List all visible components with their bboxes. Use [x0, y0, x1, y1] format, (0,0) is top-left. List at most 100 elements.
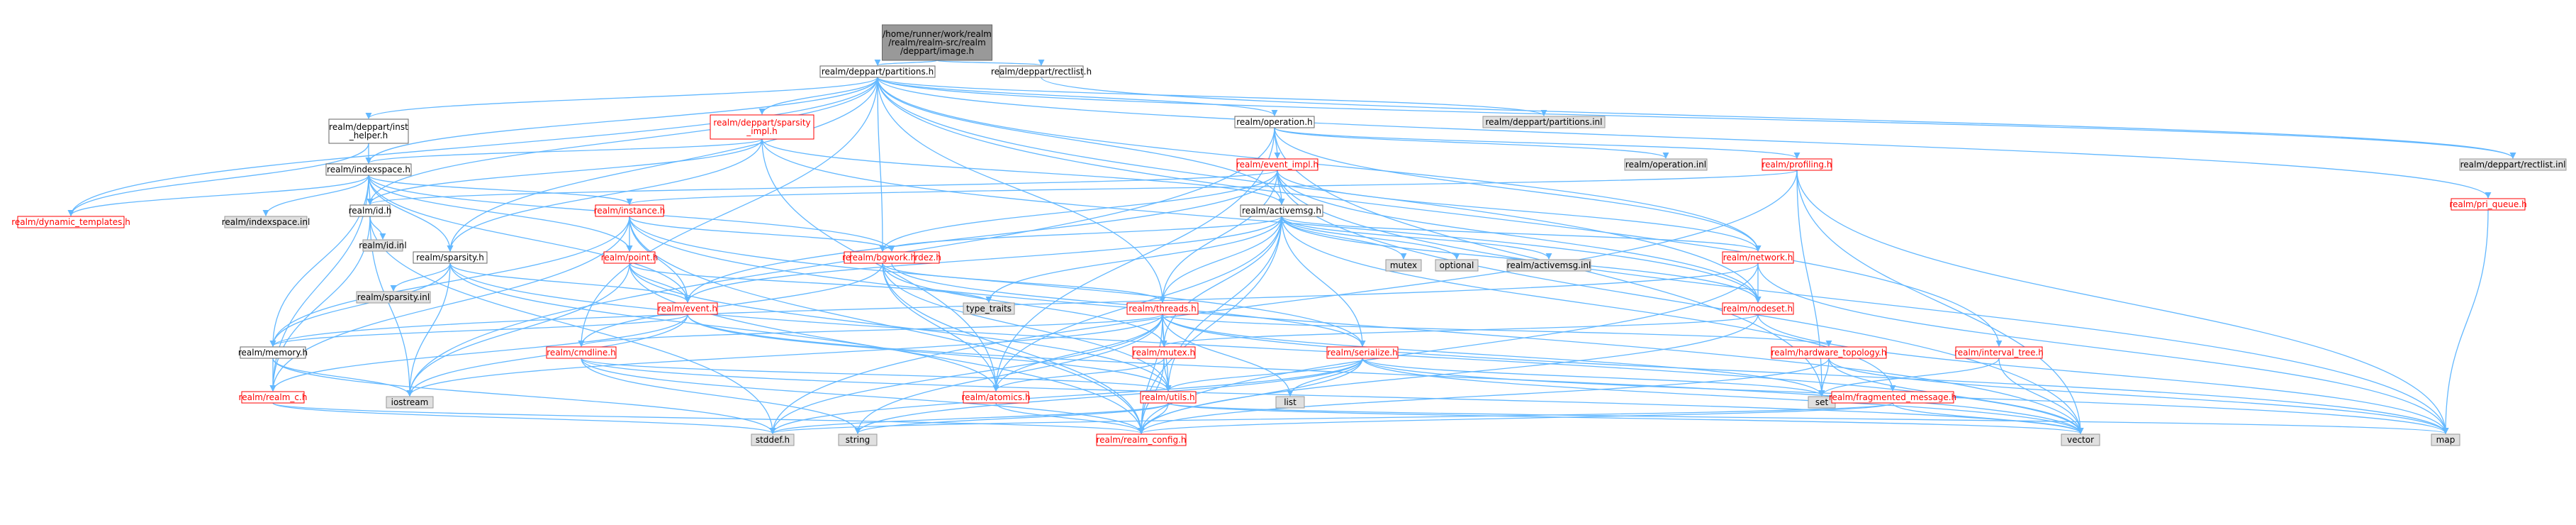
- edge-activemsg_h-to-optional_lbl: [1281, 216, 1460, 260]
- node-label: realm/deppart/rectlist.h: [991, 67, 1092, 77]
- edge-indexspace_h-to-memory_h: [269, 175, 369, 347]
- edge-serialize_h-to-utils_h: [1165, 358, 1363, 392]
- edge-partitions_h-to-dynamic_templates: [67, 77, 878, 216]
- edge-activemsg_h-to-mutex_h: [1160, 216, 1282, 347]
- node-pri-queue[interactable]: realm/pri_queue.h: [2449, 198, 2527, 211]
- node-sparsity-impl[interactable]: realm/deppart/sparsity_impl.h: [710, 114, 814, 140]
- node-label: realm/instance.h: [594, 206, 666, 216]
- node-sparsity-inl: realm/sparsity.inl: [356, 291, 431, 304]
- node-root[interactable]: /home/runner/work/realm/realm/realm-src/…: [882, 24, 992, 61]
- node-label: type_traits: [966, 304, 1012, 314]
- node-serialize-h[interactable]: realm/serialize.h: [1326, 346, 1399, 359]
- node-id-h[interactable]: realm/id.h: [349, 204, 392, 217]
- edge-partitions_h-to-partitions_inl: [877, 77, 1547, 116]
- edge-utils_h-to-map_lbl: [1167, 402, 2448, 434]
- edge-event_impl-to-id_h: [366, 170, 1278, 205]
- edge-profiling_h-to-set_lbl: [1796, 170, 1825, 397]
- edge-operation_h-to-profiling_h: [1274, 127, 1801, 159]
- edge-activemsg_h-to-bgwork_h: [879, 216, 1282, 252]
- edge-partitions_h-to-sparsity_impl: [758, 77, 878, 115]
- node-atomics-h[interactable]: realm/atomics.h: [961, 391, 1031, 404]
- node-label: realm/utils.h: [1141, 392, 1194, 402]
- node-realm-config[interactable]: realm/realm_config.h: [1096, 433, 1187, 446]
- edge-cmdline_h-to-string_lbl: [581, 358, 861, 434]
- node-id-inl: realm/id.inl: [359, 239, 407, 252]
- node-point-h[interactable]: realm/point.h: [601, 251, 659, 264]
- edge-serialize_h-to-set_lbl: [1362, 358, 1825, 397]
- node-set-lbl: set: [1808, 396, 1836, 409]
- node-operation-h[interactable]: realm/operation.h: [1234, 116, 1315, 128]
- node-label: realm/operation.inl: [1625, 160, 1706, 170]
- edge-fragmented_message-to-stddef: [770, 402, 1893, 434]
- node-hardware-topology[interactable]: realm/hardware_topology.h: [1771, 346, 1887, 359]
- node-label: realm/id.inl: [359, 241, 407, 250]
- node-partitions-h[interactable]: realm/deppart/partitions.h: [819, 65, 936, 78]
- node-utils-h[interactable]: realm/utils.h: [1140, 391, 1197, 404]
- node-label: realm/fragmented_message.h: [1829, 392, 1956, 402]
- edge-partitions_h-to-id_h: [366, 77, 878, 205]
- edge-activemsg_h-to-type_traits: [985, 216, 1282, 303]
- node-label: realm/atomics.h: [961, 392, 1030, 402]
- node-label: realm/indexspace.inl: [222, 217, 310, 227]
- edge-realm_c-to-stddef: [272, 402, 776, 434]
- node-label: realm/threads.h: [1129, 304, 1196, 314]
- node-mutex-h[interactable]: realm/mutex.h: [1132, 346, 1196, 359]
- edge-event_h-to-memory_h: [269, 314, 688, 347]
- node-dynamic-templates[interactable]: realm/dynamic_templates.h: [11, 216, 130, 228]
- node-threads-h[interactable]: realm/threads.h: [1126, 302, 1199, 315]
- node-instance-h[interactable]: realm/instance.h: [594, 204, 666, 217]
- node-rectlist-h[interactable]: realm/deppart/rectlist.h: [991, 65, 1092, 78]
- node-inst-helper[interactable]: realm/deppart/inst_helper.h: [328, 118, 409, 144]
- node-network-h[interactable]: realm/network.h: [1722, 251, 1794, 264]
- node-label: realm/deppart/partitions.inl: [1485, 117, 1602, 127]
- node-fragmented-message[interactable]: realm/fragmented_message.h: [1829, 391, 1956, 404]
- node-profiling-h[interactable]: realm/profiling.h: [1762, 158, 1832, 171]
- edges-layer: [67, 59, 2516, 434]
- node-realm-c[interactable]: realm/realm_c.h: [239, 391, 308, 404]
- node-label: realm/dynamic_templates.h: [11, 217, 130, 227]
- edge-atomics_h-to-realm_config: [995, 402, 1145, 434]
- edge-nodeset_h-to-mutex_h: [1160, 314, 1759, 347]
- edge-root-to-rectlist_h: [936, 59, 1045, 66]
- node-label: iostream: [391, 397, 429, 407]
- node-label: /home/runner/work/realm/realm/realm-src/…: [883, 29, 992, 56]
- edge-bgwork_h-to-realm_config: [882, 262, 1145, 434]
- node-nodeset-h[interactable]: realm/nodeset.h: [1722, 302, 1794, 315]
- node-bgwork-h[interactable]: realm/bgwork.h: [849, 251, 916, 264]
- edge-profiling_h-to-map_lbl: [1796, 170, 2449, 434]
- edge-point_h-to-iostream: [406, 262, 630, 397]
- edge-utils_h-to-stddef: [769, 402, 1169, 434]
- node-label: realm/nodeset.h: [1723, 304, 1793, 314]
- edge-threads_h-to-atomics_h: [992, 314, 1163, 392]
- edge-serialize_h-to-stddef: [769, 358, 1363, 434]
- node-sparsity-h[interactable]: realm/sparsity.h: [413, 251, 488, 264]
- edge-sparsity_impl-to-sparsity_h: [447, 138, 763, 252]
- node-interval-tree[interactable]: realm/interval_tree.h: [1954, 346, 2044, 359]
- edge-threads_h-to-hardware_topology: [1162, 314, 1832, 347]
- node-cmdline-h[interactable]: realm/cmdline.h: [546, 346, 617, 359]
- node-memory-h[interactable]: realm/memory.h: [238, 346, 308, 359]
- node-activemsg-h[interactable]: realm/activemsg.h: [1240, 204, 1323, 217]
- node-indexspace-h[interactable]: realm/indexspace.h: [325, 163, 412, 176]
- edge-bgwork_h-to-threads_h: [882, 262, 1166, 303]
- edge-sparsity_h-to-memory_h: [269, 262, 451, 347]
- edge-indexspace_h-to-point_h: [368, 175, 633, 252]
- node-label: realm/memory.h: [238, 348, 308, 358]
- node-event-impl[interactable]: realm/event_impl.h: [1236, 158, 1318, 171]
- node-label: realm/mutex.h: [1133, 348, 1195, 358]
- edge-hardware_topology-to-realm_config: [1138, 358, 1830, 434]
- node-list-lbl: list: [1275, 396, 1305, 409]
- node-label: realm/event.h: [658, 304, 717, 314]
- edge-event_impl-to-threads_h: [1159, 170, 1278, 303]
- edge-activemsg_h-to-serialize_h: [1281, 216, 1366, 347]
- edge-hardware_topology-to-map_lbl: [1828, 358, 2449, 434]
- node-activemsg-inl: realm/activemsg.inl: [1506, 259, 1591, 272]
- edge-partitions_h-to-sparsity_h: [447, 77, 878, 252]
- node-label: realm/hardware_topology.h: [1771, 348, 1886, 358]
- edge-activemsg_h-to-activemsg_inl: [1281, 216, 1552, 260]
- edge-memory_h-to-stddef: [272, 358, 776, 434]
- edge-cmdline_h-to-utils_h: [581, 358, 1172, 392]
- node-event-h[interactable]: realm/event.h: [657, 302, 718, 315]
- edge-point_h-to-utils_h: [629, 262, 1172, 392]
- node-label: realm/network.h: [1723, 253, 1793, 262]
